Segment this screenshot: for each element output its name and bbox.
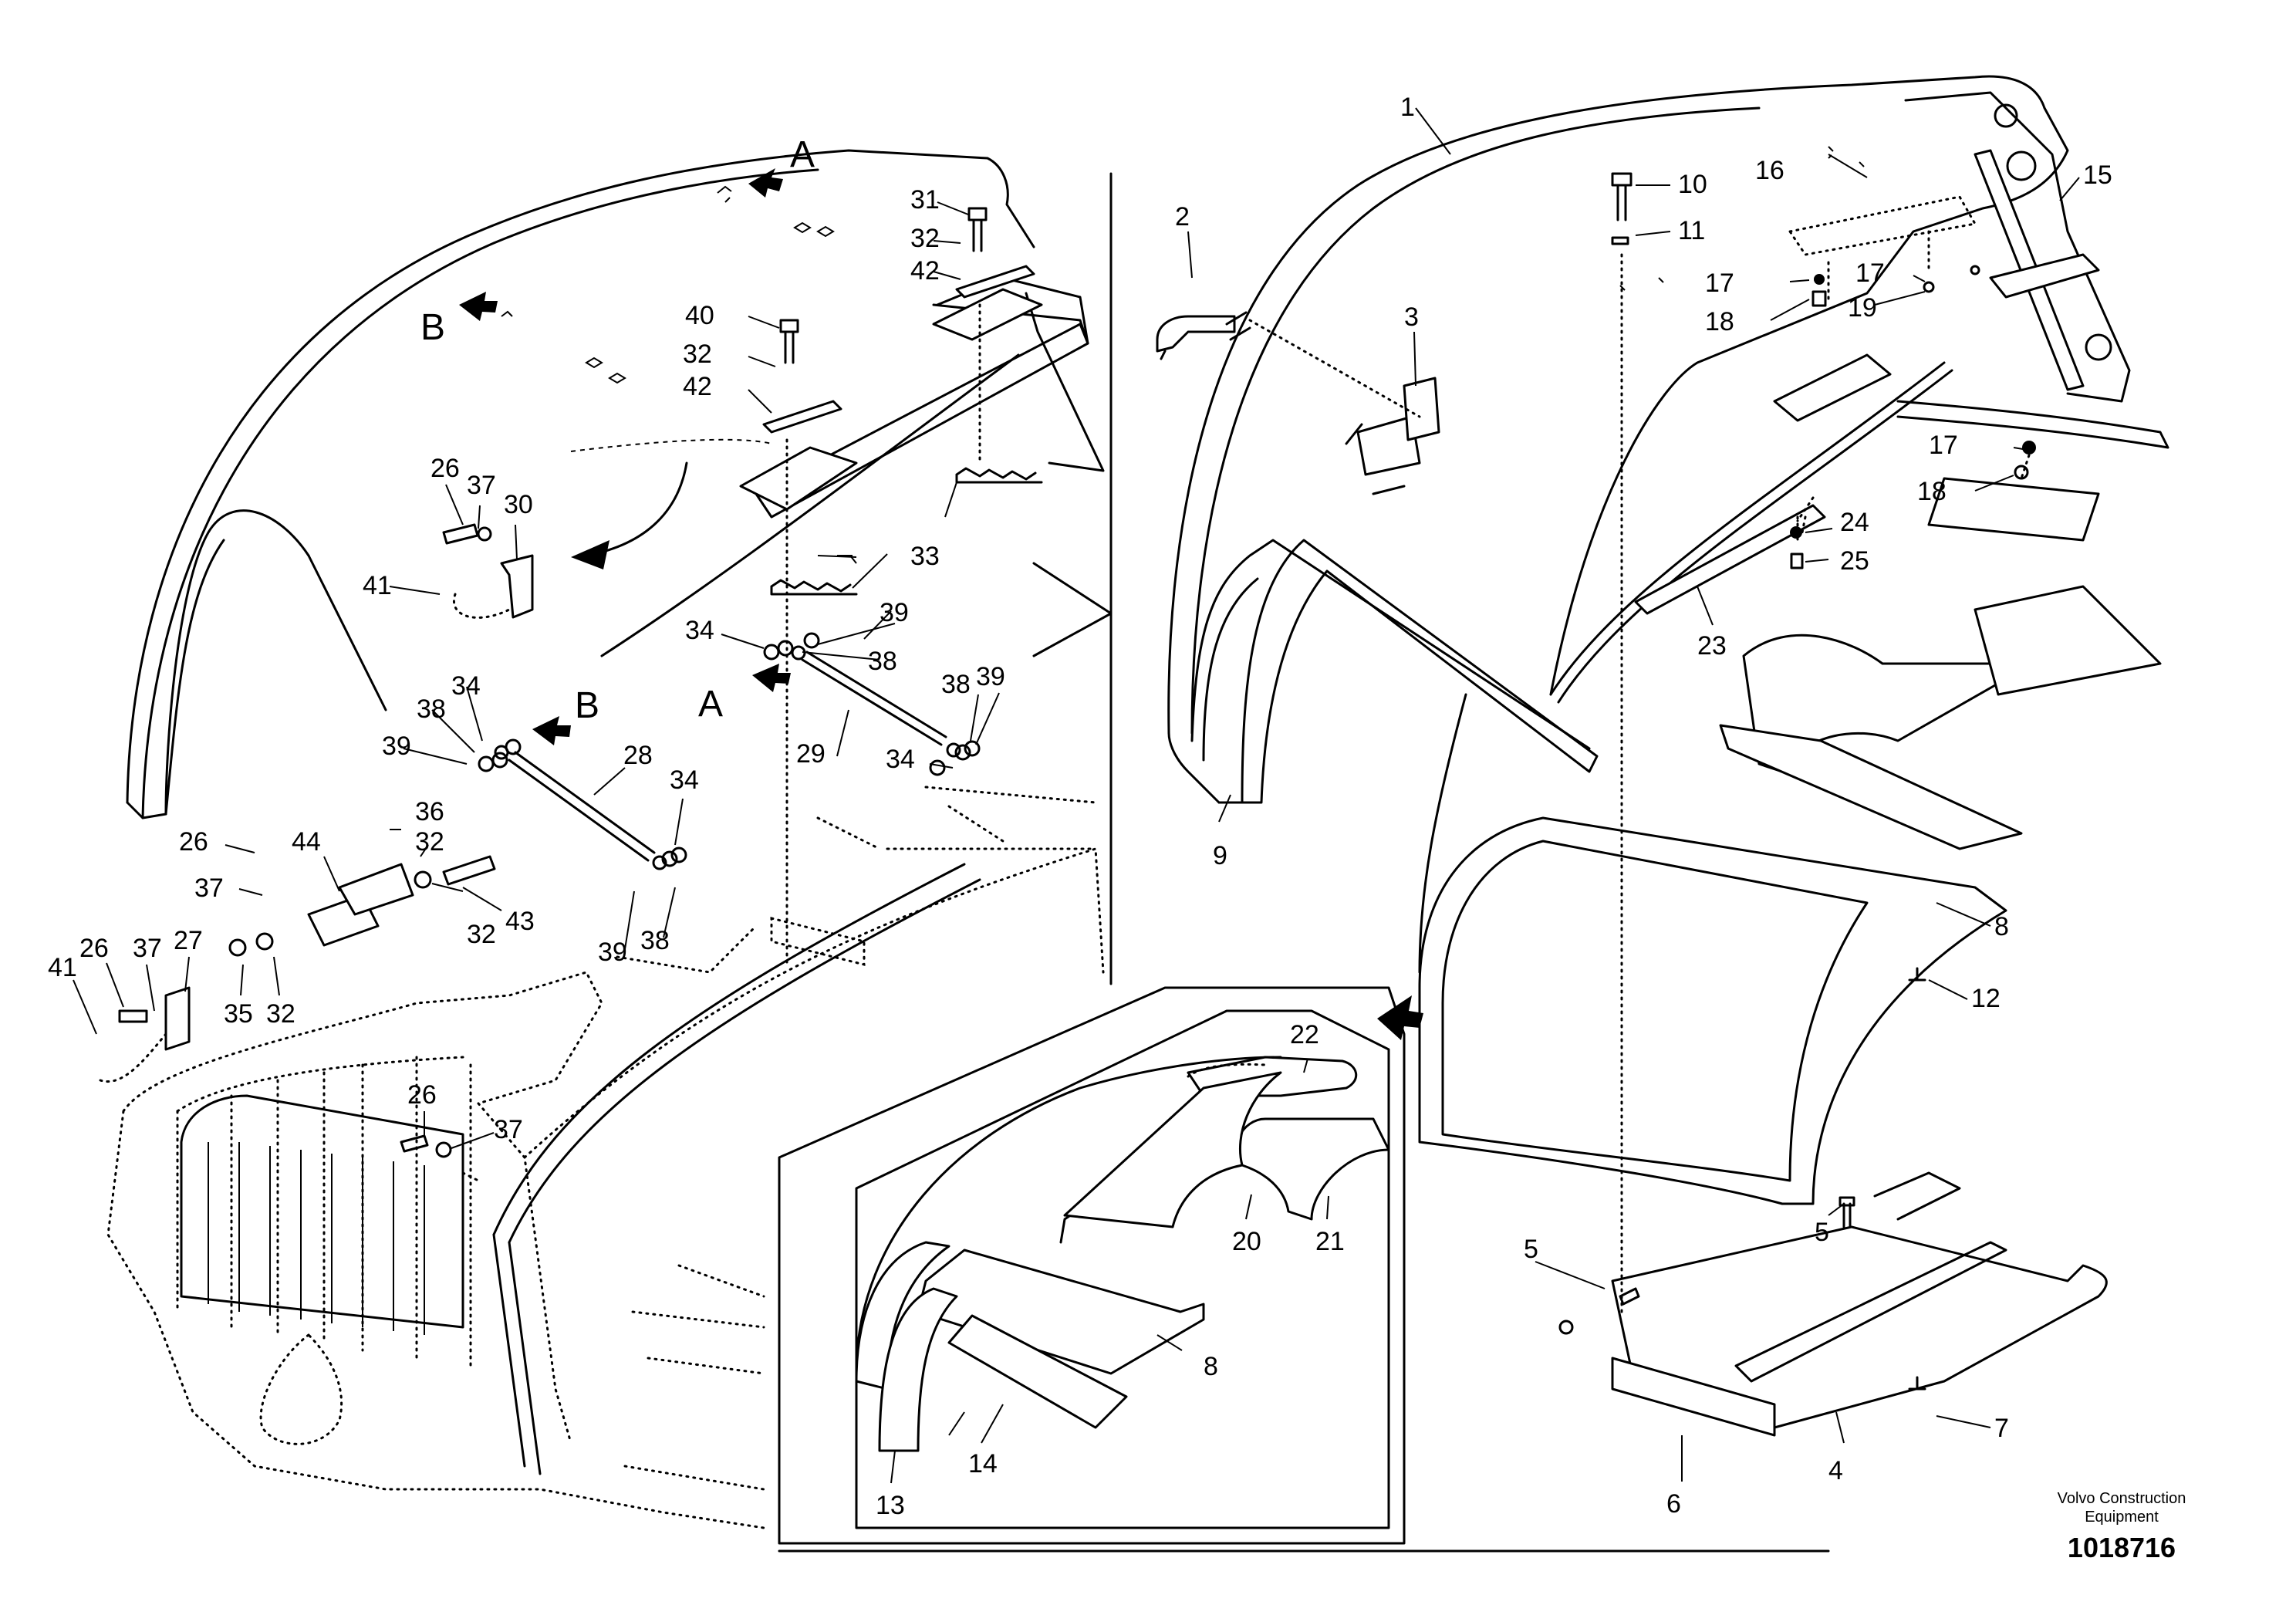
callout-42b: 42 [683, 372, 712, 401]
callout-29: 29 [796, 739, 826, 769]
callout-25: 25 [1840, 546, 1869, 576]
callout-32a: 32 [910, 224, 940, 253]
callout-37a: 37 [467, 471, 496, 500]
callout-2: 2 [1175, 202, 1190, 231]
callout-8b: 8 [1204, 1352, 1218, 1381]
callout-37c: 37 [133, 934, 162, 963]
callout-42a: 42 [910, 256, 940, 286]
callout-38c: 38 [941, 670, 971, 699]
callout-6: 6 [1666, 1489, 1681, 1519]
callout-44: 44 [292, 827, 321, 857]
detail-inset [778, 986, 1406, 1545]
callout-37d: 37 [494, 1115, 523, 1144]
callout-18a: 18 [1705, 307, 1734, 336]
callout-17b: 17 [1855, 259, 1885, 288]
callout-34c: 34 [886, 745, 915, 774]
callout-20: 20 [1232, 1227, 1261, 1256]
callout-12: 12 [1971, 984, 2001, 1013]
callout-26c: 26 [79, 934, 109, 963]
callout-14: 14 [968, 1449, 998, 1478]
leader-lines [73, 107, 2080, 1484]
callout-26b: 26 [179, 827, 208, 857]
callout-31: 31 [910, 185, 940, 215]
footer-block: Volvo Construction Equipment 1018716 [2058, 1490, 2186, 1563]
callout-11: 11 [1678, 216, 1705, 245]
callout-38d: 38 [640, 926, 670, 955]
callout-38b: 38 [868, 647, 897, 676]
machine-body-outline [106, 786, 1105, 1529]
right-hood-assembly [778, 75, 2169, 1553]
callout-38a: 38 [417, 694, 446, 724]
callout-39d: 39 [598, 938, 627, 967]
callout-15: 15 [2083, 161, 2112, 190]
callout-32c: 32 [415, 827, 444, 857]
view-marker-a-strut: A [698, 684, 723, 725]
callout-36: 36 [415, 797, 444, 826]
callout-39c: 39 [976, 662, 1005, 691]
part-callouts: 1 2 3 4 5 5 6 7 8 8 9 10 11 12 13 14 15 … [48, 93, 2112, 1520]
callout-39b: 39 [880, 598, 909, 627]
callout-7: 7 [1994, 1414, 2009, 1443]
callout-3: 3 [1404, 302, 1419, 332]
callout-8a: 8 [1994, 912, 2009, 941]
callout-43: 43 [505, 907, 535, 936]
callout-4: 4 [1828, 1456, 1843, 1485]
callout-27: 27 [174, 926, 203, 955]
callout-9: 9 [1213, 841, 1227, 870]
washer-group [478, 632, 981, 867]
callout-37b: 37 [194, 874, 224, 903]
callout-41a: 41 [363, 571, 392, 600]
callout-19: 19 [1848, 293, 1877, 323]
callout-35: 35 [224, 999, 253, 1029]
callout-10: 10 [1678, 170, 1707, 199]
callout-39a: 39 [382, 732, 411, 761]
callout-18b: 18 [1917, 477, 1947, 506]
callout-16: 16 [1755, 156, 1784, 185]
callout-32d: 32 [467, 920, 496, 949]
callout-34a: 34 [451, 671, 481, 701]
callout-13: 13 [876, 1491, 905, 1520]
view-marker-a-top: A [790, 134, 815, 175]
callout-21: 21 [1315, 1227, 1345, 1256]
callout-5b: 5 [1815, 1218, 1829, 1247]
callout-34b: 34 [685, 616, 714, 645]
callout-32e: 32 [266, 999, 295, 1029]
left-hood-assembly [99, 149, 1113, 1529]
callout-5a: 5 [1524, 1235, 1538, 1264]
brand-line-2: Equipment [2085, 1509, 2159, 1526]
view-marker-b-strut: B [575, 685, 599, 726]
callout-17c: 17 [1929, 431, 1958, 460]
callout-30: 30 [504, 490, 533, 519]
callout-26a: 26 [430, 454, 460, 483]
callout-17a: 17 [1705, 269, 1734, 298]
view-markers: A B B A [420, 134, 815, 726]
callout-1: 1 [1400, 93, 1415, 122]
callout-22: 22 [1290, 1020, 1319, 1049]
callout-40: 40 [685, 301, 714, 330]
brand-line-1: Volvo Construction [2058, 1490, 2186, 1507]
view-marker-b-left: B [420, 307, 445, 348]
callout-23: 23 [1697, 631, 1727, 661]
callout-32b: 32 [683, 340, 712, 369]
callout-24: 24 [1840, 508, 1869, 537]
reference-number: 1018716 [2068, 1532, 2176, 1563]
callout-34d: 34 [670, 765, 699, 795]
callout-33a: 33 [910, 542, 940, 571]
callout-41b: 41 [48, 953, 77, 982]
callout-26d: 26 [407, 1080, 437, 1110]
callout-28: 28 [623, 741, 653, 770]
